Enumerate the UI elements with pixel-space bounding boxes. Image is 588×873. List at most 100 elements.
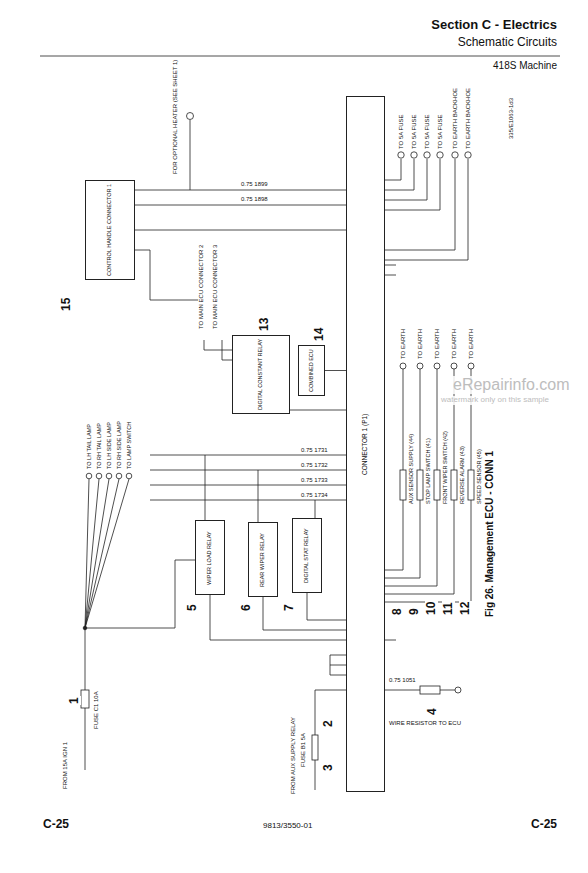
callout-number: 11 xyxy=(442,601,455,616)
callout-number: 12 xyxy=(459,601,472,616)
wire-label: TO LH TAIL LAMP xyxy=(86,423,92,470)
box-label: DIGITAL STAT RELAY xyxy=(303,528,309,583)
wire-connector xyxy=(210,595,346,640)
wire-line xyxy=(384,159,440,210)
wire-line xyxy=(384,275,396,276)
terminal-symbol xyxy=(452,152,458,158)
drawing-reference: 335/E1063-1d3 xyxy=(508,97,515,140)
terminal-symbol xyxy=(468,363,474,369)
wire-line xyxy=(330,665,346,666)
callout-number: 7 xyxy=(283,603,296,612)
relay-box: DIGITAL CONSTANT RELAY xyxy=(232,335,290,414)
terminal-symbol xyxy=(398,152,404,158)
wire-line xyxy=(85,560,195,770)
wire-line xyxy=(384,690,455,691)
terminal-symbol xyxy=(187,113,194,120)
box-label: REAR WIPER RELAY xyxy=(259,533,265,587)
callout-number: 10 xyxy=(425,601,438,616)
wire-label: 0.75 1898 xyxy=(240,196,269,203)
callout-number: 3 xyxy=(322,763,335,772)
wire-line xyxy=(150,485,346,486)
wire-line xyxy=(330,655,346,656)
component-symbol xyxy=(81,690,89,708)
wire-line xyxy=(384,369,420,578)
wire-label: STOP LAMP SWITCH (41) xyxy=(425,437,431,505)
wire-line xyxy=(190,120,191,190)
callout-number: 9 xyxy=(408,607,421,616)
terminal-symbol xyxy=(451,363,457,369)
watermark: watermark only on this sample xyxy=(440,396,550,405)
terminal-symbol xyxy=(116,473,122,479)
component-symbol xyxy=(420,686,440,694)
component-symbol xyxy=(400,470,406,500)
page-number: C-25 xyxy=(530,818,558,831)
box-label: CONNECTOR 1 (P1) xyxy=(361,413,368,474)
symbol-group xyxy=(81,473,195,770)
wire-label: TO LAMP SWITCH xyxy=(126,421,132,470)
terminal-symbol xyxy=(411,152,417,158)
connector-box: CONTROL HANDLE CONNECTOR 1 xyxy=(85,180,135,280)
wire-line xyxy=(384,159,455,250)
wire-line xyxy=(384,640,396,641)
component-symbol xyxy=(468,470,474,500)
wire-line xyxy=(135,250,200,300)
wire-label: FOR OPTIONAL HEATER (SEE SHEET 1) xyxy=(172,59,179,175)
wire-line xyxy=(150,470,346,471)
wire-label: WIRE RESISTOR TO ECU xyxy=(388,720,462,727)
wire-line xyxy=(150,455,346,456)
wire-line xyxy=(135,205,346,206)
box-label: CONTROL HANDLE CONNECTOR 1 xyxy=(106,184,112,276)
terminal-symbol xyxy=(437,152,443,158)
wire-label: 0.75 1899 xyxy=(240,181,269,188)
wire-label: FRONT WIPER SWITCH (42) xyxy=(442,430,448,505)
wire-label: TO EARTH xyxy=(434,328,441,360)
wire-line xyxy=(330,675,346,676)
document-number: 9813/3550-01 xyxy=(262,822,313,831)
callout-number: 1 xyxy=(68,696,81,705)
wire-label: SPEED SENSOR (45) xyxy=(476,448,482,505)
wire-label: 0.75 1731 xyxy=(300,447,329,454)
terminal-symbol xyxy=(434,363,440,369)
wire-label: TO RH TAIL LAMP xyxy=(96,422,102,470)
wire-label: 0.75 1733 xyxy=(300,477,329,484)
box-label: COMBINED ECU xyxy=(308,349,314,392)
callout-number: 4 xyxy=(426,707,439,716)
wire-line xyxy=(40,56,560,57)
wire-line xyxy=(315,690,346,790)
wire-label: TO EARTH BACKHOE xyxy=(452,87,459,150)
wire-label: TO EARTH xyxy=(451,328,458,360)
wire-line xyxy=(205,455,206,520)
wire-label: 0.75 1732 xyxy=(300,462,329,469)
terminal-symbol xyxy=(455,687,461,693)
wire-label: TO RH SIDE LAMP xyxy=(116,420,122,470)
component-symbol xyxy=(312,735,318,760)
wire-label: TO EARTH xyxy=(400,328,407,360)
section-subtitle: Schematic Circuits xyxy=(457,36,558,49)
wire-label: FROM 15A IGN 1 xyxy=(62,741,69,790)
relay-box: REAR WIPER RELAY xyxy=(248,522,278,597)
wire-line xyxy=(384,369,403,570)
terminal-symbol xyxy=(86,473,92,479)
component-symbol xyxy=(417,470,423,500)
wire-line xyxy=(384,159,427,200)
callout-number: 6 xyxy=(240,603,253,612)
wire-connector xyxy=(135,230,346,231)
wire-line xyxy=(85,479,119,628)
wire-line xyxy=(85,479,129,628)
callout-number: 2 xyxy=(322,719,335,728)
page-number: C-25 xyxy=(42,818,70,831)
wire-line xyxy=(384,159,468,260)
symbol-group xyxy=(384,152,471,260)
wire-line xyxy=(330,655,331,675)
wire-label: REVERSE ALARM (43) xyxy=(459,445,465,505)
wire-line xyxy=(384,159,401,180)
wire-label: TO 5A FUSE xyxy=(411,113,418,150)
component-symbol xyxy=(434,470,440,500)
callout-number: 14 xyxy=(313,327,326,342)
wire-line xyxy=(315,500,316,518)
box-label: DIGITAL CONSTANT RELAY xyxy=(257,339,263,410)
callout-number: 8 xyxy=(391,607,404,616)
wire-line xyxy=(204,340,232,350)
wire-label: FUSE C1 10A xyxy=(93,690,100,730)
